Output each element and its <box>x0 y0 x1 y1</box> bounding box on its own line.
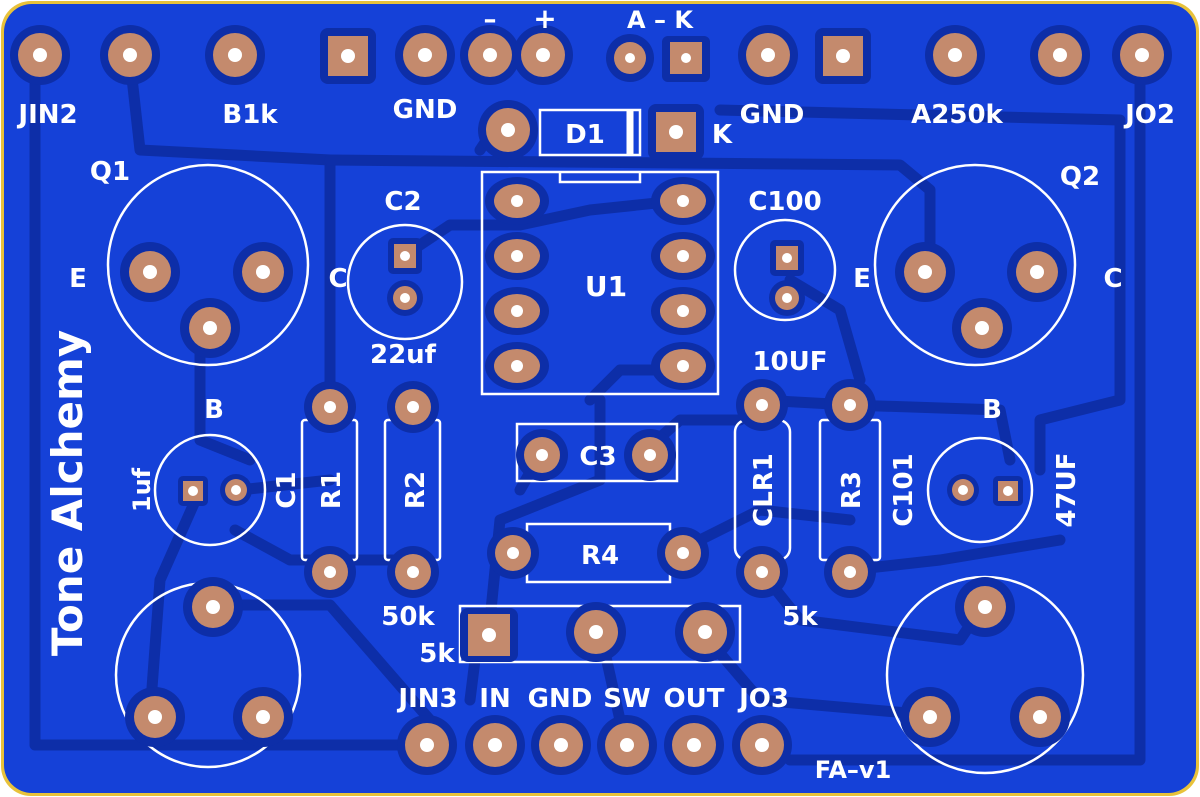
q2-outline <box>873 163 1077 367</box>
label-jo2: JO2 <box>1123 100 1175 130</box>
pads <box>10 25 1172 775</box>
label-c1: C1 <box>272 471 302 508</box>
label-gnd: GND <box>528 684 593 714</box>
label-r2: R2 <box>401 471 431 509</box>
silk-text: JIN2 B1k GND – + A – K GND A250k JO2 D1 … <box>16 2 1175 784</box>
label-q2: Q2 <box>1060 162 1100 192</box>
label-plus: + <box>533 2 556 35</box>
label-jin3: JIN3 <box>396 684 457 714</box>
label-a-k: A – K <box>627 6 694 34</box>
label-c1-value: 1uf <box>128 467 156 512</box>
label-5k-left: 5k <box>419 639 455 669</box>
label-out: OUT <box>664 684 725 714</box>
brand-name: Tone Alchemy <box>43 330 92 656</box>
board-version: FA–v1 <box>815 756 892 784</box>
label-c2: C2 <box>384 187 421 217</box>
label-q2-e: E <box>853 264 871 294</box>
label-a250k: A250k <box>911 100 1003 130</box>
u1-outline <box>480 170 720 396</box>
label-d1: D1 <box>565 120 605 150</box>
label-q1-e: E <box>69 264 87 294</box>
label-5k-right: 5k <box>782 602 818 632</box>
label-q1-c: C <box>328 264 347 294</box>
label-gnd-left: GND <box>393 95 458 125</box>
label-c100-value: 10UF <box>752 347 827 377</box>
label-c101: C101 <box>889 453 919 526</box>
label-minus: – <box>484 5 497 35</box>
label-c3: C3 <box>579 442 616 472</box>
label-jo3: JO3 <box>737 684 789 714</box>
label-in: IN <box>479 684 510 714</box>
label-jin2: JIN2 <box>16 100 77 130</box>
label-50k: 50k <box>381 602 435 632</box>
label-r4: R4 <box>581 541 619 571</box>
label-r1: R1 <box>317 471 347 509</box>
label-gnd-right: GND <box>740 100 805 130</box>
d1-outline <box>538 108 642 157</box>
label-c2-value: 22uf <box>370 340 437 370</box>
label-clr1: CLR1 <box>749 453 779 527</box>
label-q1-b: B <box>204 395 224 425</box>
label-q2-c: C <box>1103 264 1122 294</box>
c2-outline <box>346 223 464 341</box>
label-c100: C100 <box>748 187 821 217</box>
label-u1: U1 <box>585 270 627 303</box>
label-q1: Q1 <box>90 157 130 187</box>
label-d1-k: K <box>712 120 733 150</box>
label-sw: SW <box>603 684 650 714</box>
q1-outline <box>106 163 310 367</box>
label-r3: R3 <box>837 471 867 509</box>
c101-outline <box>926 436 1034 544</box>
c100-outline <box>733 218 837 322</box>
label-q2-b: B <box>982 395 1002 425</box>
label-b1k: B1k <box>222 100 278 130</box>
label-c101-value: 47UF <box>1052 452 1082 527</box>
c1-outline <box>153 433 267 547</box>
